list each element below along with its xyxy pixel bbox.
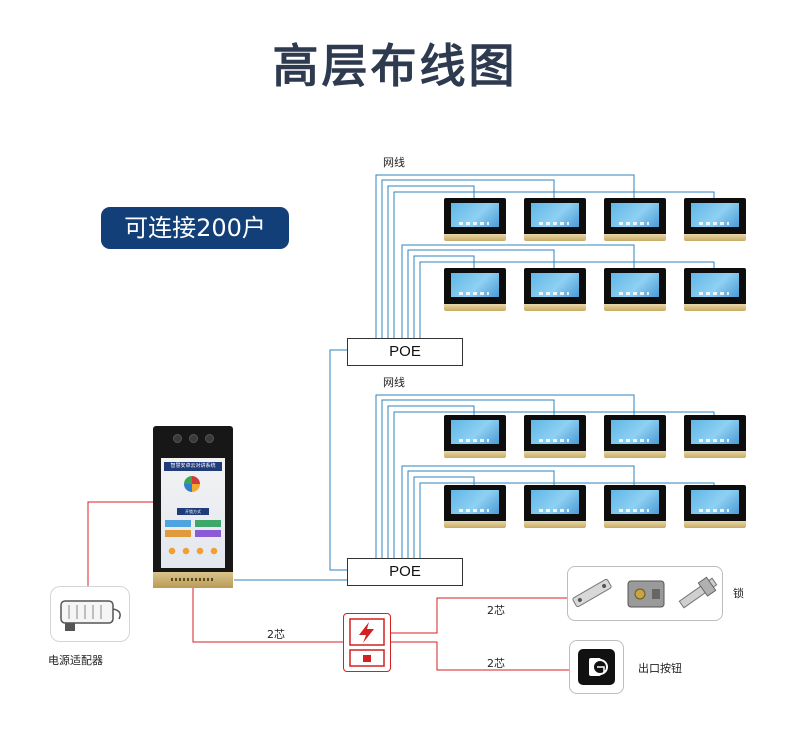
indoor-monitor (684, 198, 746, 241)
two-core-label-exit: 2芯 (487, 657, 505, 670)
panel-screen: 智慧安卓云对讲系统 开锁方式 (161, 458, 225, 568)
power-adapter (50, 586, 130, 642)
panel-header-text: 智慧安卓云对讲系统 (164, 462, 222, 471)
two-core-label-lock: 2芯 (487, 604, 505, 617)
indoor-monitor (684, 415, 746, 458)
network-wires-top (375, 174, 715, 338)
indoor-monitor (684, 485, 746, 528)
network-wires-bottom (375, 394, 715, 558)
camera-icon (173, 434, 182, 443)
speaker-grill (153, 572, 233, 588)
indoor-monitor (444, 415, 506, 458)
power-wires (87, 501, 569, 671)
panel-unlock-text: 开锁方式 (177, 508, 209, 515)
poe-switch-bottom: POE (347, 558, 463, 586)
sensor-icon (205, 434, 214, 443)
exit-button-device (569, 640, 624, 694)
outdoor-panel: 智慧安卓云对讲系统 开锁方式 (153, 426, 233, 588)
capacity-badge: 可连接200户 (101, 207, 289, 249)
electric-supply-box (343, 613, 391, 672)
power-adapter-label: 电源适配器 (48, 654, 103, 667)
indoor-monitor (524, 485, 586, 528)
indoor-monitor (604, 415, 666, 458)
indoor-monitor (684, 268, 746, 311)
network-cable-label-top: 网线 (383, 156, 405, 169)
indoor-monitor (444, 485, 506, 528)
indoor-monitor (604, 268, 666, 311)
panel-logo-icon (184, 476, 200, 492)
lightning-icon (349, 618, 385, 667)
indoor-monitor (524, 268, 586, 311)
lock-label: 锁 (733, 587, 744, 600)
two-core-label-power: 2芯 (267, 628, 285, 641)
camera-icon (189, 434, 198, 443)
indoor-monitor (444, 268, 506, 311)
poe-switch-top: POE (347, 338, 463, 366)
page-title: 高层布线图 (272, 39, 518, 93)
network-cable-label-bottom: 网线 (383, 376, 405, 389)
exit-button-icon (578, 649, 615, 685)
power-adapter-icon (60, 600, 121, 631)
backbone-wires (234, 349, 347, 581)
panel-menu-icons (165, 520, 221, 560)
indoor-monitor (444, 198, 506, 241)
exit-button-label: 出口按钮 (638, 662, 682, 675)
indoor-monitor (524, 415, 586, 458)
indoor-monitor (604, 198, 666, 241)
indoor-monitor (524, 198, 586, 241)
lock-devices (567, 566, 723, 621)
lock-icons (572, 576, 718, 609)
indoor-monitor (604, 485, 666, 528)
